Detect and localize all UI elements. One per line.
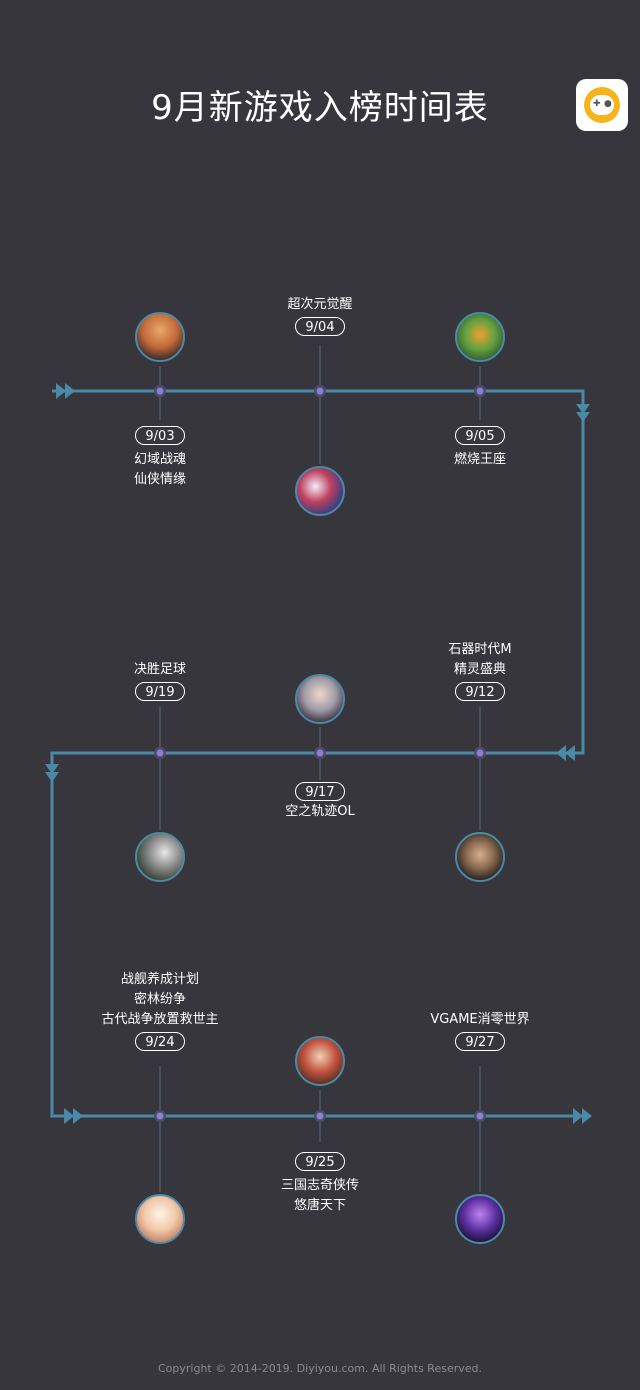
game-avatar-9-27[interactable] (455, 1194, 505, 1244)
arrow-left-icon (556, 745, 566, 761)
arrow-right-icon (573, 1108, 583, 1124)
timeline-node (314, 1110, 326, 1122)
game-name: VGAME消零世界 (430, 1012, 530, 1027)
arrow-down-icon (576, 412, 590, 422)
game-avatar-9-17[interactable] (295, 674, 345, 724)
timeline-node (154, 1110, 166, 1122)
arrow-down-icon (45, 764, 59, 774)
game-name: 悠唐天下 (293, 1198, 346, 1213)
copyright-footer: Copyright © 2014-2019. Diyiyou.com. All … (157, 1362, 482, 1375)
date-pill: 9/25 (295, 1152, 345, 1171)
game-name: 幻域战魂 (133, 452, 186, 467)
arrow-right-icon (73, 1108, 83, 1124)
gamepad-app-icon[interactable]: ✚ ● (576, 79, 628, 131)
timeline-node (474, 747, 486, 759)
arrow-right-icon (64, 1108, 74, 1124)
date-pill: 9/19 (135, 682, 185, 701)
date-pill: 9/03 (135, 426, 185, 445)
game-name: 仙侠情缘 (133, 472, 186, 487)
timeline-node (314, 747, 326, 759)
game-name: 精灵盛典 (453, 662, 506, 677)
date-pill: 9/27 (455, 1032, 505, 1051)
game-name: 超次元觉醒 (287, 297, 353, 312)
game-avatar-9-04[interactable] (295, 466, 345, 516)
date-pill: 9/17 (295, 782, 345, 801)
arrow-down-icon (576, 404, 590, 414)
arrow-left-icon (565, 745, 575, 761)
gamepad-icon: ✚ ● (590, 95, 614, 115)
game-name: 密林纷争 (133, 992, 186, 1007)
game-avatar-9-03[interactable] (135, 312, 185, 362)
game-name: 空之轨迹OL (285, 804, 355, 819)
timeline-node (314, 385, 326, 397)
logo-ring: ✚ ● (584, 87, 620, 123)
game-name: 战舰养成计划 (120, 972, 199, 987)
arrow-down-icon (45, 772, 59, 782)
arrow-right-icon (56, 383, 66, 399)
arrow-right-icon (65, 383, 75, 399)
timeline-node (154, 747, 166, 759)
game-avatar-9-12[interactable] (455, 832, 505, 882)
game-name: 燃烧王座 (453, 452, 506, 467)
date-pill: 9/12 (455, 682, 505, 701)
page-title: 9月新游戏入榜时间表 (151, 88, 489, 128)
game-name: 三国志奇侠传 (280, 1178, 359, 1193)
game-avatar-9-24[interactable] (135, 1194, 185, 1244)
game-avatar-9-05[interactable] (455, 312, 505, 362)
date-pill: 9/24 (135, 1032, 185, 1051)
date-pill: 9/04 (295, 317, 345, 336)
game-name: 决胜足球 (133, 662, 186, 677)
arrow-right-icon (582, 1108, 592, 1124)
game-name: 石器时代M (448, 642, 512, 657)
date-pill: 9/05 (455, 426, 505, 445)
game-name: 古代战争放置救世主 (101, 1012, 219, 1027)
timeline-node (474, 385, 486, 397)
game-avatar-9-19[interactable] (135, 832, 185, 882)
timeline-node (474, 1110, 486, 1122)
timeline-node (154, 385, 166, 397)
game-avatar-9-25[interactable] (295, 1036, 345, 1086)
